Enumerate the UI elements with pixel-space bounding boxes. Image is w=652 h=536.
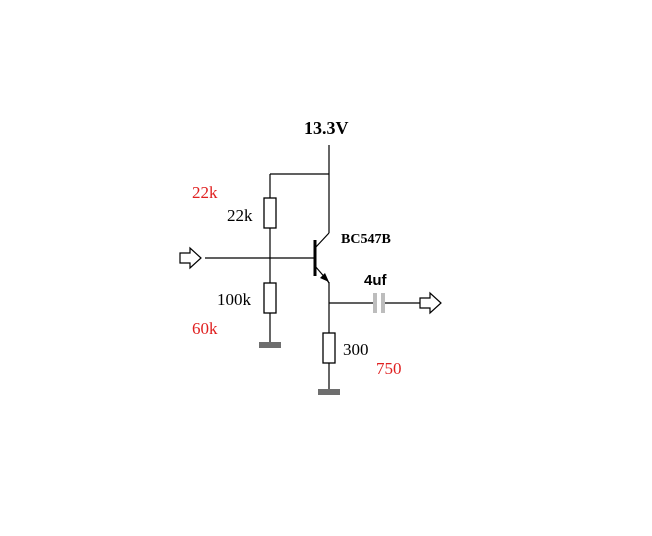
emitter-resistor-value: 300 <box>343 340 369 359</box>
lower-resistor-alt-value: 60k <box>192 319 218 338</box>
upper-resistor-value: 22k <box>227 206 253 225</box>
emitter-resistor <box>322 332 336 364</box>
capacitor-plate-left <box>373 293 377 313</box>
emitter-ground-icon <box>318 389 340 395</box>
divider-ground-icon <box>259 342 281 348</box>
transistor-symbol <box>313 232 330 282</box>
upper-resistor-alt-value: 22k <box>192 183 218 202</box>
capacitor-value: 4uf <box>364 272 388 289</box>
emitter-resistor-alt-value: 750 <box>376 359 402 378</box>
capacitor-plate-right <box>381 293 385 313</box>
supply-voltage-label: 13.3V <box>304 118 349 138</box>
upper-base-resistor <box>263 197 277 229</box>
lower-base-resistor <box>263 282 277 314</box>
input-arrow-icon <box>179 246 202 270</box>
transistor-label: BC547B <box>341 232 391 247</box>
output-arrow-icon <box>419 291 442 315</box>
lower-resistor-value: 100k <box>217 290 252 309</box>
